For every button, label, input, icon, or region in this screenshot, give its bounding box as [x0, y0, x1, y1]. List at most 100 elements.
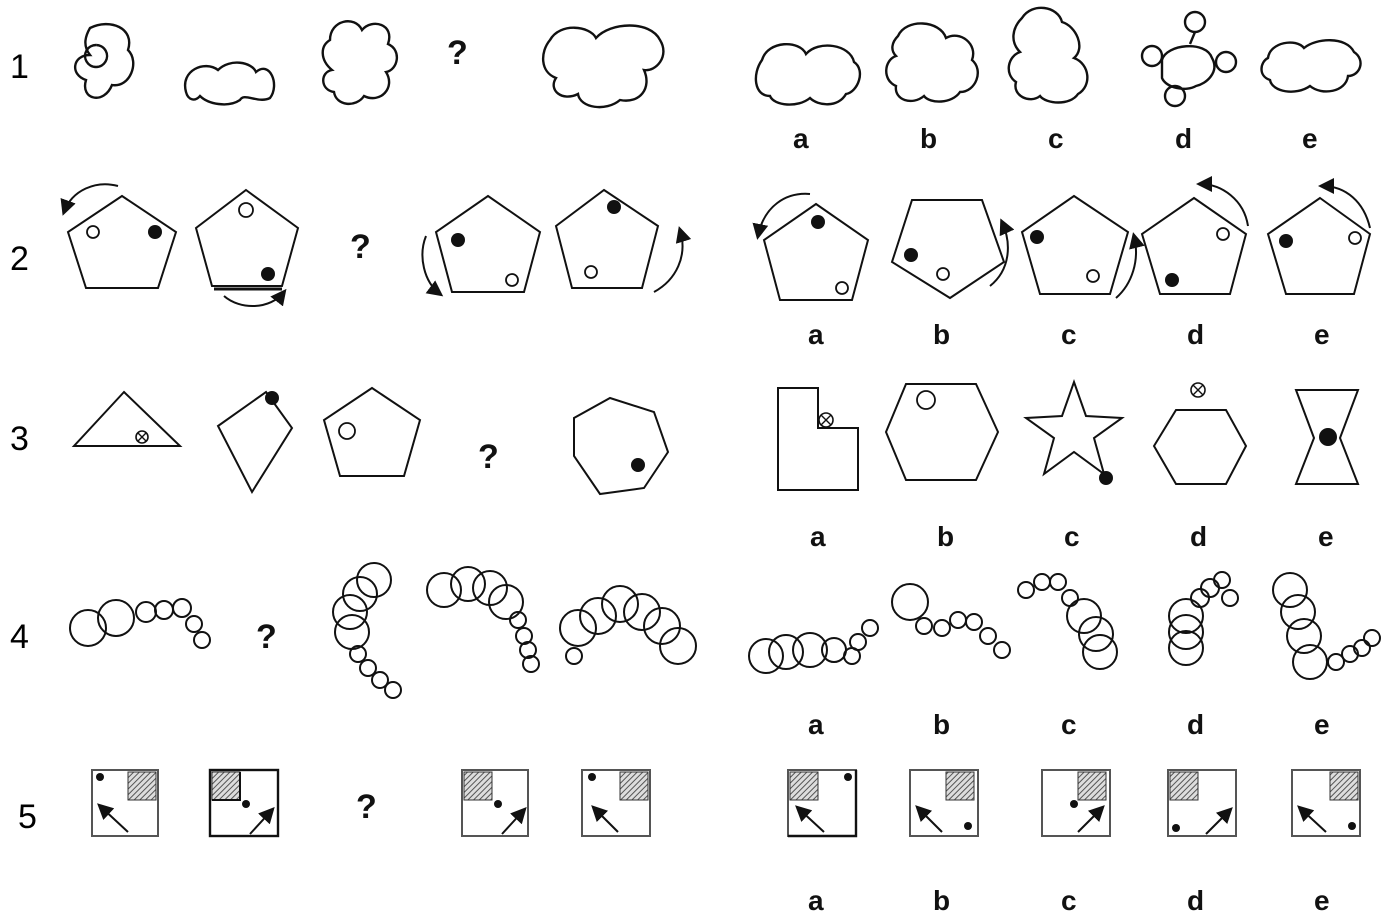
row-4-question-mark: ? — [256, 618, 277, 656]
row-3-label-e: e — [1318, 521, 1334, 552]
row-3-label-a: a — [810, 521, 826, 552]
row-5-figure-2 — [210, 770, 278, 836]
row-1-number: 1 — [10, 48, 29, 86]
row-3-option-b[interactable] — [886, 384, 998, 480]
row-5-option-labels: a b c d e — [808, 885, 1330, 916]
row-1-sequence — [75, 21, 663, 107]
row-5-figure-5 — [582, 770, 650, 836]
row-5-figure-1 — [92, 770, 158, 836]
row-2-options — [758, 184, 1370, 300]
row-2-number: 2 — [10, 240, 29, 278]
row-5-label-e: e — [1314, 885, 1330, 916]
row-5-question-mark: ? — [356, 788, 377, 826]
row-2-label-e: e — [1314, 319, 1330, 350]
row-5-number: 5 — [18, 798, 37, 836]
row-4-option-labels: a b c d e — [808, 709, 1330, 740]
row-5-label-d: d — [1187, 885, 1204, 916]
row-4-figure-1 — [70, 599, 210, 648]
row-5-option-a[interactable] — [788, 770, 856, 836]
row-5-option-b[interactable] — [910, 770, 978, 836]
row-1-option-c[interactable] — [1009, 8, 1088, 103]
row-1-label-d: d — [1175, 123, 1192, 154]
row-5-figure-4 — [462, 770, 528, 836]
row-2-figure-4 — [422, 196, 540, 294]
row-1-options — [756, 8, 1361, 106]
row-5-option-e[interactable] — [1292, 770, 1360, 836]
row-4-figure-4 — [427, 567, 539, 672]
row-4-label-a: a — [808, 709, 824, 740]
row-1-figure-1 — [75, 24, 133, 98]
row-4-figure-3 — [333, 563, 401, 698]
row-3-label-c: c — [1064, 521, 1080, 552]
row-2-label-c: c — [1061, 319, 1077, 350]
row-2-option-e[interactable] — [1268, 186, 1370, 294]
row-4-sequence — [70, 563, 696, 698]
row-3-label-d: d — [1190, 521, 1207, 552]
row-4-figure-5 — [560, 586, 696, 664]
row-2-option-d[interactable] — [1142, 184, 1248, 294]
row-3-figure-5 — [574, 398, 668, 494]
row-2-label-a: a — [808, 319, 824, 350]
row-1-label-e: e — [1302, 123, 1318, 154]
row-2-sequence — [64, 184, 682, 306]
row-4-option-b[interactable] — [892, 584, 1010, 658]
row-2-figure-5 — [556, 190, 682, 292]
row-2-label-d: d — [1187, 319, 1204, 350]
row-1: 1 ? a b c d e — [10, 8, 1361, 154]
row-2-option-b[interactable] — [892, 200, 1008, 298]
row-5-label-b: b — [933, 885, 950, 916]
row-4: 4 — [10, 563, 1380, 740]
row-2-figure-1 — [64, 184, 176, 288]
row-3-options — [778, 382, 1358, 490]
row-2-figure-2 — [196, 190, 298, 306]
row-1-option-a[interactable] — [756, 44, 860, 104]
row-3-sequence — [74, 388, 668, 494]
row-3-question-mark: ? — [478, 438, 499, 476]
row-3-figure-1 — [74, 392, 180, 446]
row-1-figure-5 — [543, 26, 663, 108]
row-3-option-e[interactable] — [1296, 390, 1358, 484]
row-1-label-a: a — [793, 123, 809, 154]
row-3: 3 ? — [10, 382, 1358, 552]
row-3-option-a[interactable] — [778, 388, 858, 490]
row-1-label-b: b — [920, 123, 937, 154]
row-4-option-a[interactable] — [749, 620, 878, 673]
row-4-option-e[interactable] — [1273, 573, 1380, 679]
row-1-option-e[interactable] — [1262, 40, 1361, 91]
row-3-figure-2 — [218, 391, 292, 492]
row-3-label-b: b — [937, 521, 954, 552]
row-4-options — [749, 572, 1380, 679]
row-2-option-c[interactable] — [1022, 196, 1136, 298]
row-5-label-c: c — [1061, 885, 1077, 916]
row-5-options — [788, 770, 1360, 836]
row-4-label-c: c — [1061, 709, 1077, 740]
row-5: 5 — [18, 770, 1360, 916]
row-2-label-b: b — [933, 319, 950, 350]
row-5-option-d[interactable] — [1168, 770, 1236, 836]
row-5-option-c[interactable] — [1042, 770, 1110, 836]
row-1-label-c: c — [1048, 123, 1064, 154]
row-1-figure-2 — [185, 63, 274, 105]
row-1-option-b[interactable] — [886, 23, 978, 101]
row-2: 2 — [10, 184, 1370, 350]
row-3-option-labels: a b c d e — [810, 521, 1334, 552]
row-5-label-a: a — [808, 885, 824, 916]
row-1-option-labels: a b c d e — [793, 123, 1318, 154]
row-2-option-a[interactable] — [758, 194, 868, 300]
row-4-label-d: d — [1187, 709, 1204, 740]
row-4-option-d[interactable] — [1169, 572, 1238, 665]
row-4-label-e: e — [1314, 709, 1330, 740]
row-3-number: 3 — [10, 420, 29, 458]
row-4-option-c[interactable] — [1018, 574, 1117, 669]
row-3-option-d[interactable] — [1154, 383, 1246, 484]
row-1-figure-3 — [323, 21, 397, 104]
row-3-figure-3 — [324, 388, 420, 476]
row-1-question-mark: ? — [447, 34, 468, 72]
row-4-label-b: b — [933, 709, 950, 740]
row-1-option-d[interactable] — [1142, 12, 1236, 106]
row-2-question-mark: ? — [350, 228, 371, 266]
row-3-option-c[interactable] — [1026, 382, 1122, 485]
row-2-option-labels: a b c d e — [808, 319, 1330, 350]
row-4-number: 4 — [10, 618, 29, 656]
